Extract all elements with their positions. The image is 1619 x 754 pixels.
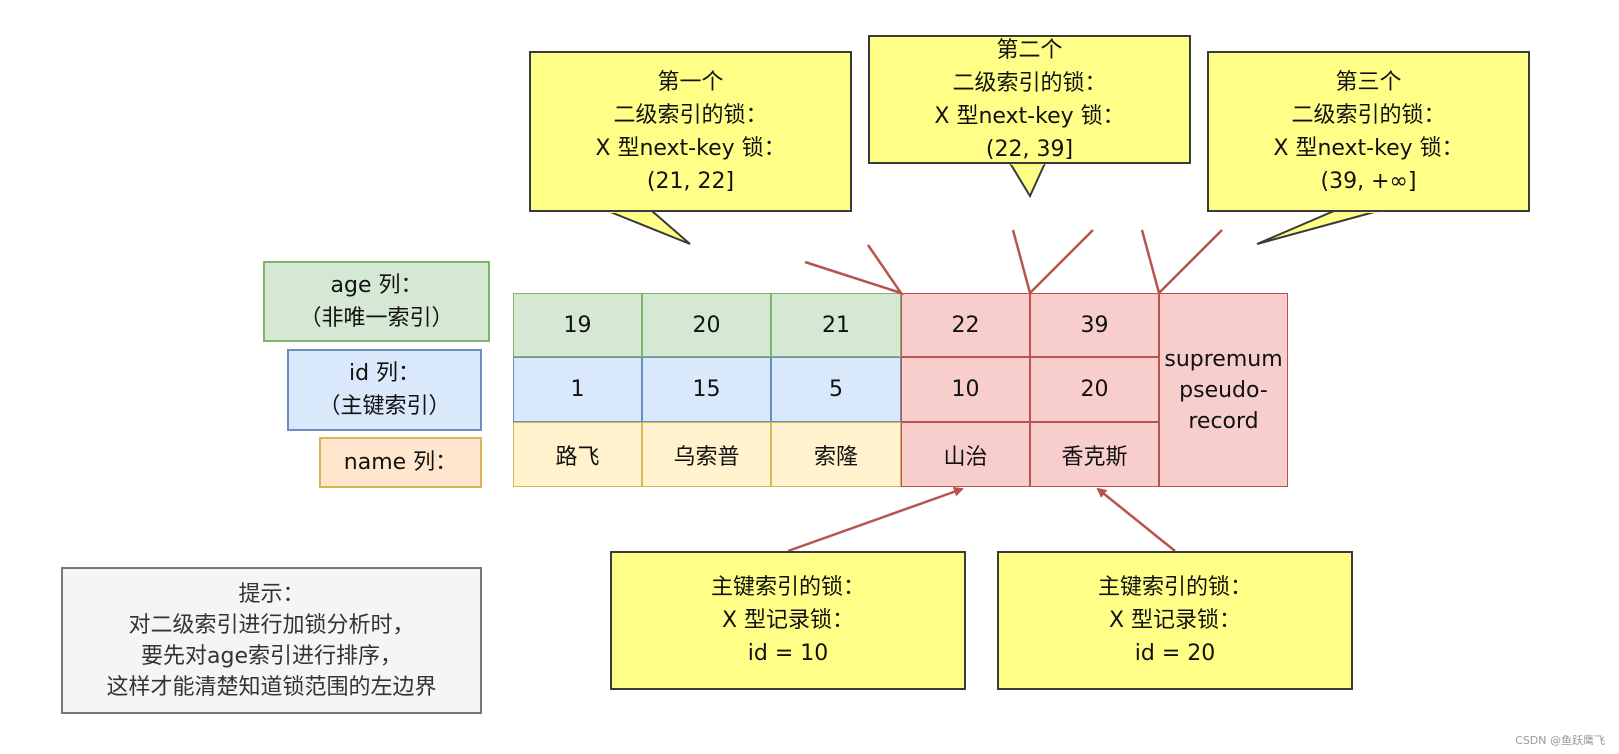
- name-column-label: name 列：: [319, 437, 482, 488]
- age-label-line-2: （非唯一索引）: [299, 305, 454, 331]
- name-cell-shanks: 香克斯: [1030, 422, 1159, 487]
- pk-lock-2-callout: 主键索引的锁： X 型记录锁： id = 20: [997, 551, 1353, 690]
- age-cell-39: 39: [1030, 293, 1159, 357]
- lock1-line-2: 二级索引的锁：: [613, 102, 768, 128]
- pk1-line-2: X 型记录锁：: [721, 608, 855, 633]
- hint-box: 提示： 对二级索引进行加锁分析时， 要先对age索引进行排序， 这样才能清楚知道…: [61, 567, 482, 714]
- callout-3-tail: [1256, 210, 1379, 245]
- hint-line-2: 要先对age索引进行排序，: [141, 643, 402, 669]
- id-cell-5: 5: [771, 357, 901, 422]
- lock3-line-3: X 型next-key 锁：: [1273, 135, 1464, 161]
- name-cell-zoro: 索隆: [771, 422, 901, 487]
- age-cell-22: 22: [901, 293, 1030, 357]
- callout-2-tail: [1008, 162, 1047, 199]
- pk1-line-3: id = 10: [747, 641, 829, 666]
- age-label-line-1: age 列：: [330, 272, 423, 298]
- watermark: CSDN @鱼跃鹰飞: [1515, 734, 1605, 747]
- id-cell-15: 15: [642, 357, 771, 422]
- secondary-lock-2-callout: 第二个 二级索引的锁： X 型next-key 锁： (22, 39]: [868, 35, 1191, 164]
- name-cell-usopp: 乌索普: [642, 422, 771, 487]
- lock1-line-3: X 型next-key 锁：: [595, 135, 786, 161]
- age-cell-21: 21: [771, 293, 901, 357]
- lock3-line-2: 二级索引的锁：: [1291, 102, 1446, 128]
- pk-lock-2-arrow: [1096, 487, 1176, 552]
- supremum-line-2: pseudo-: [1179, 377, 1268, 403]
- id-column-label: id 列： （主键索引）: [287, 349, 482, 431]
- id-label-line-1: id 列：: [348, 361, 421, 386]
- lock1-line-4: (21, 22]: [646, 168, 735, 194]
- pk2-line-2: X 型记录锁：: [1108, 608, 1242, 633]
- lock2-line-1: 第二个: [996, 37, 1063, 63]
- supremum-cell: supremum pseudo- record: [1159, 293, 1288, 487]
- age-cell-20: 20: [642, 293, 771, 357]
- supremum-line-1: supremum: [1164, 346, 1283, 372]
- pk1-line-1: 主键索引的锁：: [710, 575, 865, 600]
- name-cell-lufei: 路飞: [513, 422, 642, 487]
- hint-line-3: 这样才能清楚知道锁范围的左边界: [106, 674, 437, 700]
- callout-1-tail: [607, 210, 691, 245]
- lock1-line-1: 第一个: [657, 69, 724, 95]
- pk2-line-3: id = 20: [1134, 641, 1216, 666]
- name-label-text: name 列：: [343, 450, 458, 475]
- secondary-lock-1-callout: 第一个 二级索引的锁： X 型next-key 锁： (21, 22]: [529, 51, 852, 212]
- hint-title: 提示：: [238, 581, 305, 607]
- secondary-lock-3-callout: 第三个 二级索引的锁： X 型next-key 锁： (39, +∞]: [1207, 51, 1530, 212]
- lock-range-3-lines: [1140, 229, 1223, 296]
- id-cell-1: 1: [513, 357, 642, 422]
- lock3-line-1: 第三个: [1335, 69, 1402, 95]
- supremum-line-3: record: [1188, 408, 1259, 434]
- lock2-line-3: X 型next-key 锁：: [934, 103, 1125, 129]
- age-cell-19: 19: [513, 293, 642, 357]
- age-column-label: age 列： （非唯一索引）: [263, 261, 490, 342]
- hint-line-1: 对二级索引进行加锁分析时，: [128, 612, 415, 638]
- lock-range-1-lines: [804, 244, 905, 296]
- pk2-line-1: 主键索引的锁：: [1097, 575, 1252, 600]
- lock-range-2-lines: [1011, 229, 1094, 296]
- id-label-line-2: （主键索引）: [318, 394, 451, 419]
- id-cell-10: 10: [901, 357, 1030, 422]
- lock2-line-4: (22, 39]: [985, 136, 1074, 162]
- pk-lock-1-callout: 主键索引的锁： X 型记录锁： id = 10: [610, 551, 966, 690]
- lock3-line-4: (39, +∞]: [1320, 168, 1417, 194]
- pk-lock-1-arrow: [787, 486, 964, 553]
- name-cell-sanji: 山治: [901, 422, 1030, 487]
- lock2-line-2: 二级索引的锁：: [952, 70, 1107, 96]
- id-cell-20: 20: [1030, 357, 1159, 422]
